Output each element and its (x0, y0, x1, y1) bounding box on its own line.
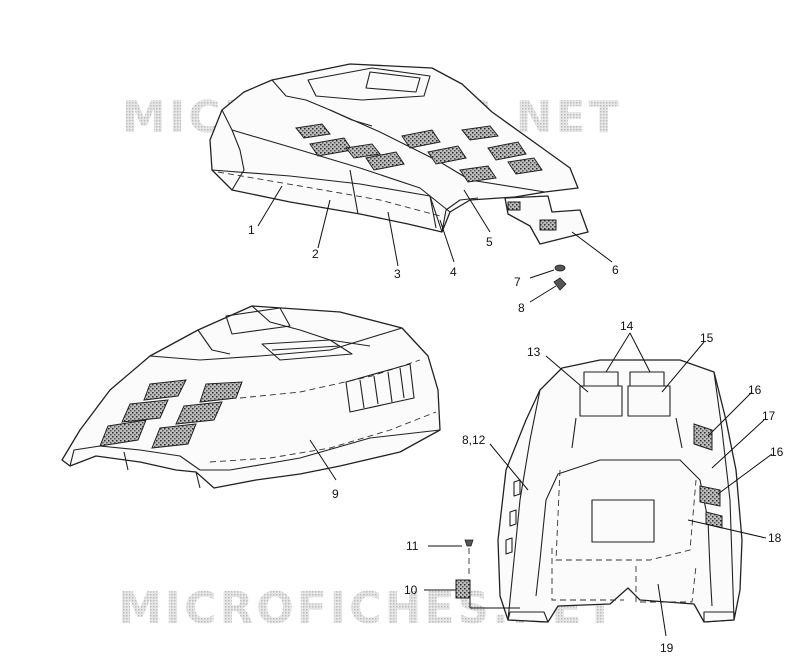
callout-17: 17 (762, 409, 776, 423)
hood-top-body (209, 63, 579, 233)
hood-left-vents (99, 379, 243, 449)
callout-labels: 1 2 3 4 5 6 7 8 9 13 14 15 16 17 16 18 8… (248, 223, 784, 655)
underside-vent-1 (693, 423, 713, 451)
callout-11: 11 (406, 539, 419, 553)
hood-assembly-left (61, 305, 441, 489)
washer (554, 264, 566, 272)
callout-2: 2 (312, 247, 319, 261)
callout-15: 15 (700, 331, 714, 345)
callout-5: 5 (486, 235, 493, 249)
callout-18: 18 (768, 531, 782, 545)
leader-lines (257, 185, 773, 637)
callout-1: 1 (248, 223, 255, 237)
callout-8-12: 8,12 (462, 433, 486, 447)
hood-top-panel (307, 67, 431, 101)
callout-9: 9 (332, 487, 339, 501)
hood-left-louvers (345, 363, 415, 413)
callout-16-upper: 16 (748, 383, 762, 397)
callout-14: 14 (620, 319, 634, 333)
screw (553, 277, 567, 291)
underside-grommet (455, 579, 471, 599)
hood-underside-body (497, 359, 743, 623)
callout-6: 6 (612, 263, 619, 277)
underside-screw (464, 539, 474, 547)
callout-3: 3 (394, 267, 401, 281)
hood-assembly-underside (455, 359, 743, 623)
callout-7: 7 (514, 275, 521, 289)
callout-19: 19 (660, 641, 674, 655)
underside-vent-2 (699, 485, 721, 507)
hood-top-vents (295, 123, 543, 183)
callout-10: 10 (404, 583, 418, 597)
underside-center-panel (591, 499, 655, 543)
callout-13: 13 (527, 345, 541, 359)
callout-4: 4 (450, 265, 457, 279)
hood-assembly-top (209, 63, 589, 291)
callout-8: 8 (518, 301, 525, 315)
callout-16-lower: 16 (770, 445, 784, 459)
